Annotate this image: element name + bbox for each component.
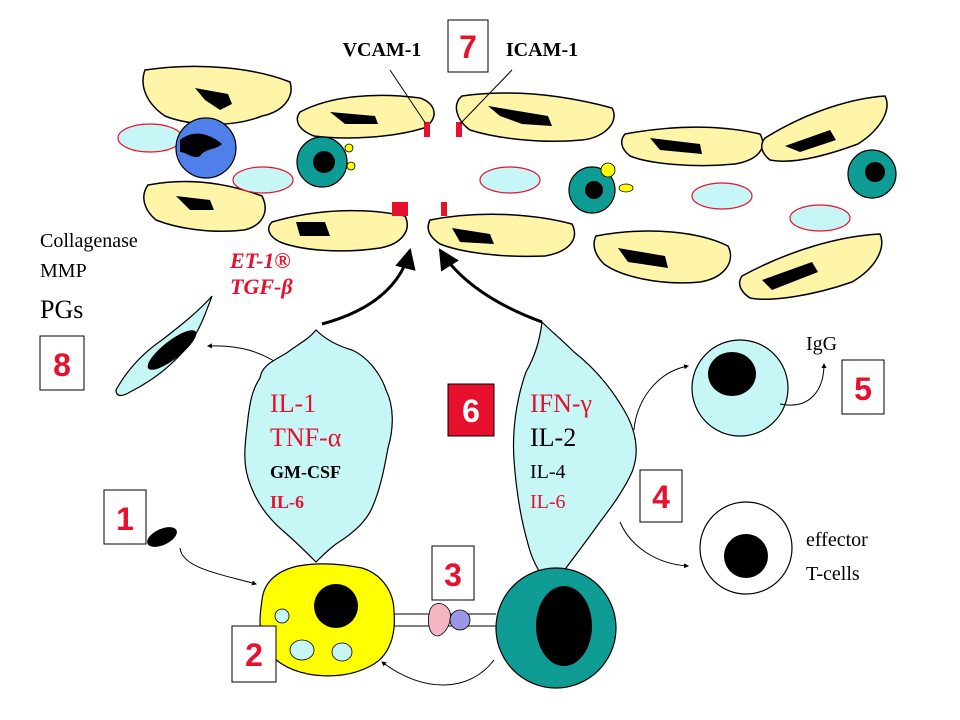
- arrow-to-plasma-cell: [633, 364, 689, 431]
- tcell-ifn: IFN-γ: [530, 389, 592, 418]
- endothelial-cell: [760, 95, 888, 162]
- tgf-label: TGF-β: [230, 274, 293, 299]
- endothelial-cell: [593, 230, 732, 284]
- neutrophil: [175, 117, 237, 179]
- step-5-box: 5: [841, 359, 885, 415]
- arrow-to-igg: [779, 363, 827, 406]
- endothelial-layer: [117, 65, 897, 300]
- adhesion-marker: [456, 122, 462, 137]
- macrophage-cloud: [244, 329, 393, 563]
- svg-text:6: 6: [462, 393, 480, 429]
- step-7-box: 7: [447, 19, 489, 73]
- adhesion-marker: [392, 202, 408, 216]
- igg-label: IgG: [806, 333, 837, 355]
- red-blood-cell: [789, 204, 851, 232]
- macro-gmcsf: GM-CSF: [270, 462, 341, 482]
- arrow-antigen-to-apc: [179, 547, 257, 586]
- endothelial-cell: [427, 213, 576, 258]
- step-3-box: 3: [431, 545, 475, 601]
- adhesion-marker: [441, 202, 447, 216]
- tcell-cloud: [512, 320, 637, 585]
- endothelial-cell: [620, 126, 764, 167]
- step-4-box: 4: [639, 469, 683, 523]
- red-blood-cell: [479, 166, 541, 194]
- endothelial-cell: [296, 94, 435, 139]
- red-blood-cell: [691, 182, 753, 210]
- t-cell: [495, 567, 617, 689]
- lymphocyte: [568, 162, 634, 214]
- icam-pointer: [459, 69, 513, 125]
- svg-text:4: 4: [652, 479, 670, 515]
- arrow-to-effector: [619, 521, 689, 569]
- step-6-box: 6: [447, 383, 495, 437]
- tcell-il6: IL-6: [530, 491, 566, 513]
- macro-il6: IL-6: [270, 492, 304, 512]
- endothelial-cell: [142, 65, 292, 125]
- antigen-presenting-cell: [259, 563, 395, 677]
- plasma-cell: [691, 339, 789, 437]
- tcr-receptor: [449, 609, 471, 631]
- svg-text:5: 5: [854, 371, 872, 407]
- endothelial-cell: [738, 233, 883, 300]
- et1-label: ET-1®: [229, 248, 291, 273]
- pgs-label: PGs: [40, 295, 83, 324]
- step-8-box: 8: [39, 335, 85, 391]
- svg-text:2: 2: [245, 637, 263, 673]
- tcell-il2: IL-2: [530, 423, 576, 452]
- endothelial-cell: [267, 209, 408, 252]
- mmp-label: MMP: [40, 260, 87, 282]
- monocyte: [296, 136, 356, 188]
- antigen-particle: [147, 527, 177, 547]
- red-blood-cell: [117, 123, 183, 153]
- arrow-tcell-to-vessel: [438, 248, 543, 324]
- collagenase-label: Collagenase: [40, 230, 138, 252]
- endothelial-cell: [455, 92, 615, 142]
- fibroblast: [115, 295, 213, 397]
- effector-label: effector: [806, 529, 868, 551]
- tcell-il4: IL-4: [530, 461, 566, 483]
- monocyte: [847, 149, 897, 199]
- effector-t-cell: [699, 501, 793, 595]
- endothelial-cell: [143, 180, 266, 233]
- step-1-box: 1: [103, 489, 147, 545]
- arrow-tcell-to-apc: [381, 659, 495, 686]
- macro-il1: IL-1: [270, 389, 316, 418]
- antigen-peptide: [428, 603, 451, 637]
- red-blood-cell: [232, 166, 294, 194]
- svg-text:3: 3: [444, 557, 462, 593]
- vcam-pointer: [389, 69, 427, 125]
- vcam-label: VCAM-1: [343, 39, 422, 61]
- icam-label: ICAM-1: [506, 39, 578, 61]
- adhesion-marker: [424, 122, 430, 137]
- tcells-label: T-cells: [806, 563, 860, 585]
- svg-text:8: 8: [53, 347, 71, 383]
- step-2-box: 2: [231, 625, 277, 683]
- svg-text:1: 1: [116, 501, 134, 537]
- macro-tnf: TNF-α: [270, 423, 342, 452]
- arrow-macro-to-vessel: [321, 247, 416, 326]
- svg-text:7: 7: [459, 29, 477, 65]
